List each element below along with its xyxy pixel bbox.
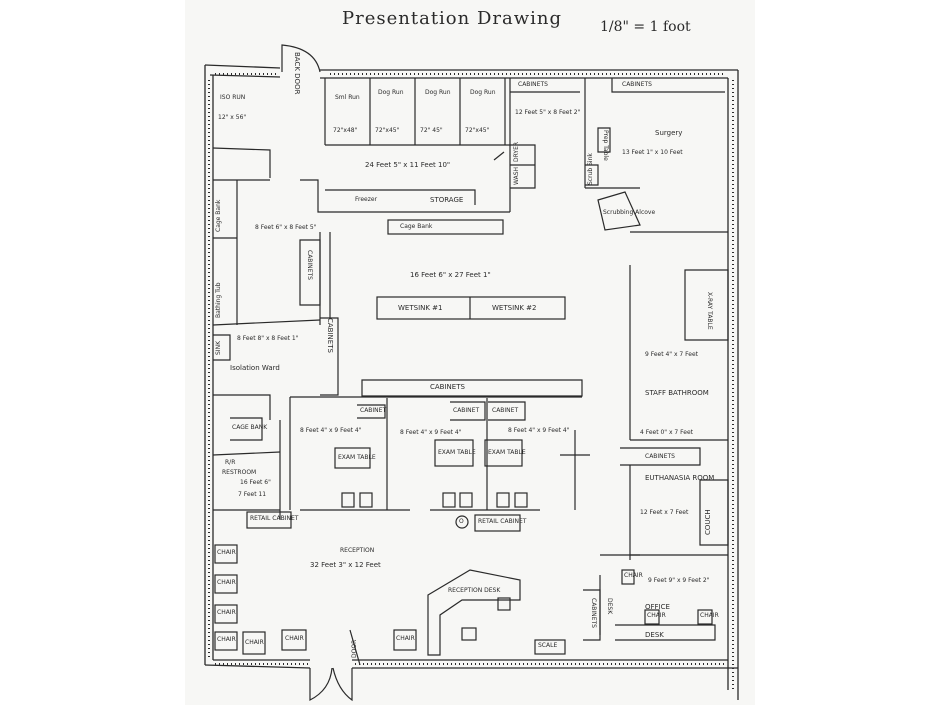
wetsink-1-label: WETSINK #1 (398, 304, 443, 312)
scale-note: 1/8" = 1 foot (600, 19, 691, 35)
exam-table-2: EXAM TABLE (438, 449, 476, 456)
chair-1: CHAIR (217, 549, 236, 556)
office-dims: 9 Feet 9" x 9 Feet 2" (648, 577, 710, 584)
run-dims-1: 72"x48" (333, 127, 358, 134)
cabinets-top-2: CABINETS (622, 81, 652, 88)
cabinet-small-2: CABINET (453, 407, 480, 414)
chair-4: CHAIR (217, 636, 236, 643)
dog-runs (325, 78, 510, 146)
iso-ward-label: Isolation Ward (230, 364, 280, 372)
door-label: DOOR (351, 639, 358, 658)
restroom-dims: 16 Feet 6" (240, 479, 271, 486)
chair-9: CHAIR (647, 612, 666, 619)
retail-cabinet-1: RETAIL CABINET (250, 515, 299, 522)
wall-hatching (208, 73, 734, 690)
retail-cabinet-2: RETAIL CABINET (478, 518, 527, 525)
iso-ward-dims: 8 Feet 8" x 8 Feet 1" (237, 335, 299, 342)
exam1-dims: 8 Feet 4" x 9 Feet 4" (300, 427, 362, 434)
couch-label: COUCH (704, 509, 712, 535)
chair-2: CHAIR (217, 579, 236, 586)
washer-label: WASH (513, 166, 520, 185)
front-door-right (332, 667, 353, 702)
dog-run-3-label: Dog Run (470, 89, 496, 96)
desk-side-label: DESK (606, 598, 613, 615)
chair-8: CHAIR (624, 572, 643, 579)
back-door-arc (281, 44, 321, 73)
reception-desk: RECEPTION DESK (448, 587, 501, 594)
exam-table-3: EXAM TABLE (488, 449, 526, 456)
run-dims-3: 72" 45" (420, 127, 443, 134)
cabinets-right: CABINETS (645, 453, 675, 460)
desk-label: DESK (645, 631, 664, 639)
bathing-tub: Bathing Tub (215, 282, 222, 319)
bathroom-dims-2: 4 Feet 0" x 7 Feet (640, 429, 694, 436)
iso-run-label: ISO RUN (220, 94, 246, 101)
surgery-prep-dims: 12 Feet 5" x 8 Feet 2" (515, 109, 581, 116)
chair-7: CHAIR (396, 635, 415, 642)
staff-bathroom: STAFF BATHROOM (645, 389, 709, 397)
scrub-sink-label: Scrub Sink (587, 153, 594, 185)
exam-table-1: EXAM TABLE (338, 454, 376, 461)
drawing-title: Presentation Drawing (342, 8, 563, 29)
restroom-label: RESTROOM (222, 469, 257, 476)
cabinets-left: CABINETS (306, 250, 313, 280)
wetsink-counter (376, 296, 566, 320)
ward-dims: 8 Feet 6" x 8 Feet 5" (255, 224, 317, 231)
office-label: OFFICE (645, 603, 670, 611)
cabinets-office: CABINETS (590, 598, 597, 628)
run-dims-4: 72"x45" (465, 127, 490, 134)
kennel-dims: 24 Feet 5" x 11 Feet 10" (365, 161, 451, 169)
staff-bath-dims: 9 Feet 4" x 7 Feet (645, 351, 699, 358)
cage-bank-3: CAGE BANK (232, 424, 268, 431)
cabinets-mid: CABINETS (326, 318, 334, 353)
reception-label: RECEPTION (340, 547, 375, 554)
chair-cr: CHAIR (700, 612, 719, 619)
exam2-dims: 8 Feet 4" x 9 Feet 4" (400, 429, 462, 436)
front-door-left (309, 667, 333, 701)
storage-label: STORAGE (430, 196, 464, 204)
cage-bank-1: Cage Bank (400, 223, 433, 230)
euth-dims: 12 Feet x 7 Feet (640, 509, 689, 516)
cabinets-top-1: CABINETS (518, 81, 548, 88)
surgery-dims: 13 Feet 1" x 10 Feet (622, 149, 683, 156)
euthanasia-room: EUTHANASIA ROOM (645, 474, 715, 482)
reception-dims: 32 Feet 3" x 12 Feet (310, 561, 381, 569)
cage-bank-2: Cage Bank (215, 199, 222, 232)
drawing-sheet (185, 0, 755, 705)
small-run-label: Sml Run (335, 94, 360, 101)
cabinet-small-1: CABINET (360, 407, 387, 414)
iso-run-dims: 12" x 56" (218, 114, 247, 121)
freezer-label: Freezer (355, 196, 378, 203)
dog-run-2-label: Dog Run (425, 89, 451, 96)
dryer-label: DRYER (513, 141, 520, 162)
scale-o: O (459, 518, 464, 525)
scrubbing-alcove: Scrubbing Alcove (603, 209, 656, 216)
chair-3: CHAIR (217, 609, 236, 616)
back-door-label: BACK DOOR (293, 52, 301, 95)
cabinets-main: CABINETS (430, 383, 465, 391)
chair-5: CHAIR (245, 639, 264, 646)
dog-run-1-label: Dog Run (378, 89, 404, 96)
surgery-label: Surgery (655, 129, 683, 137)
exam3-dims: 8 Feet 4" x 9 Feet 4" (508, 427, 570, 434)
xray-table: X-RAY TABLE (706, 292, 713, 330)
chair-6: CHAIR (285, 635, 304, 642)
rr-label: R/R (225, 459, 236, 466)
treatment-dims: 16 Feet 6" x 27 Feet 1" (410, 271, 491, 279)
prep-table-label: Prep Table (602, 130, 609, 161)
wetsink-2-label: WETSINK #2 (492, 304, 537, 312)
outer-walls (204, 64, 739, 700)
sink-left: SINK (215, 340, 222, 355)
cabinet-small-3: CABINET (492, 407, 519, 414)
scale-label: SCALE (538, 642, 558, 649)
run-dims-2: 72"x45" (375, 127, 400, 134)
restroom-dims-2: 7 Feet 11 (238, 491, 267, 498)
